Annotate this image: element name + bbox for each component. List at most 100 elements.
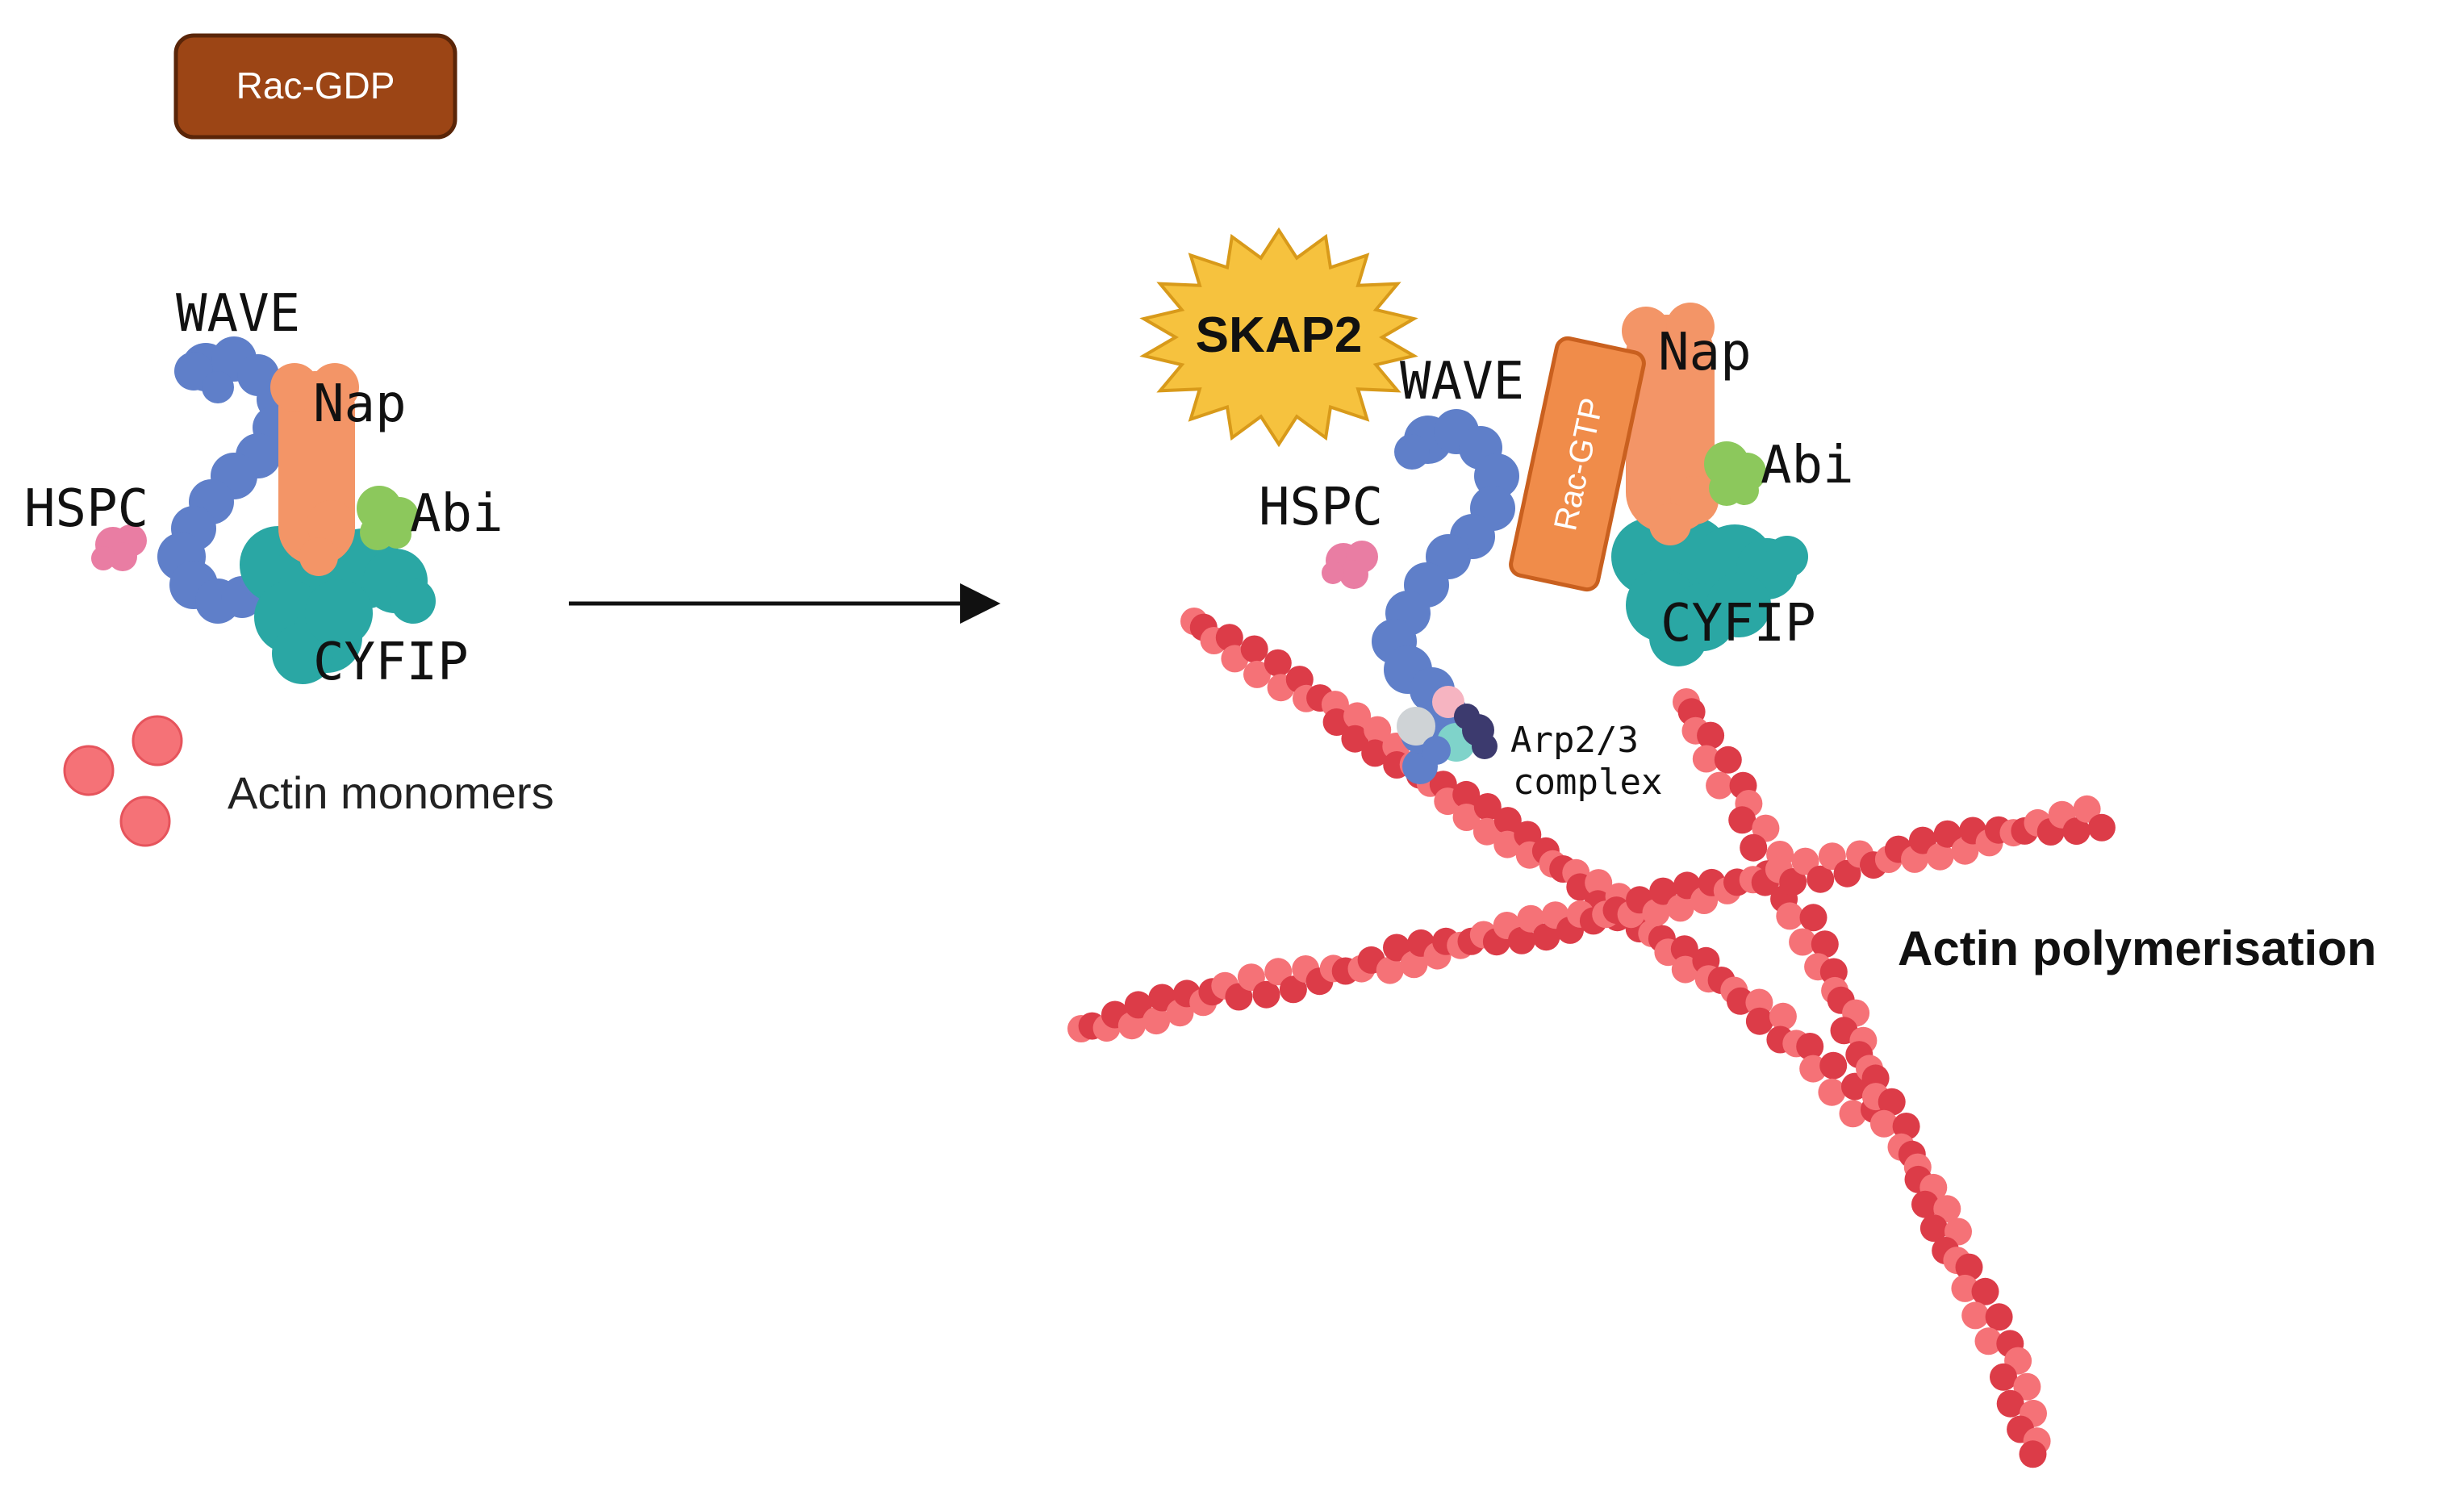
actin-bead xyxy=(1714,746,1742,774)
actin-bead xyxy=(1243,660,1271,688)
actin-bead xyxy=(1706,771,1734,800)
actin-bead xyxy=(1933,1195,1961,1223)
actin-monomer xyxy=(119,796,171,847)
actin-bead xyxy=(1671,955,1699,984)
actin-bead xyxy=(1666,894,1694,922)
actin-bead xyxy=(1728,806,1757,834)
actin-bead xyxy=(1961,1301,1990,1330)
arp-label-line1: Arp2/3 xyxy=(1510,720,1639,761)
actin-bead xyxy=(1996,1389,2024,1418)
cyfip-label-right: CYFIP xyxy=(1660,594,1816,654)
actin-bead xyxy=(1776,902,1804,930)
actin-bead xyxy=(1517,904,1545,933)
actin-bead xyxy=(1799,904,1828,932)
actin-bead xyxy=(1642,899,1670,927)
hspc-label-right: HSPC xyxy=(1259,478,1383,537)
actin-monomers xyxy=(63,715,183,847)
actin-bead xyxy=(1878,1088,1906,1116)
actin-bead xyxy=(1839,1100,1867,1128)
hspc-protein-right xyxy=(1322,541,1378,589)
actin-bead xyxy=(1990,1363,2017,1391)
actin-bead xyxy=(1473,793,1502,821)
actin-bead xyxy=(1955,1253,1983,1281)
arp23-complex xyxy=(1397,686,1498,765)
actin-bead xyxy=(1376,956,1404,984)
rac-gtp-box: Rac-GTP xyxy=(1509,336,1646,592)
actin-bead xyxy=(1670,935,1698,963)
actin-bead xyxy=(1807,865,1835,893)
actin-bead xyxy=(1585,869,1613,897)
actin-bead xyxy=(1819,1051,1848,1080)
actin-bead xyxy=(1985,1303,2013,1331)
abi-label-right: Abi xyxy=(1761,436,1854,495)
actin-monomer xyxy=(63,745,115,796)
actin-bead xyxy=(1951,1274,1979,1302)
left-panel: Rac-GDP xyxy=(24,33,554,847)
actin-bead xyxy=(1514,821,1542,849)
arp-label-line2: complex xyxy=(1513,762,1662,803)
rac-gdp-box: Rac-GDP xyxy=(173,33,457,140)
abi-label-left: Abi xyxy=(410,484,503,544)
actin-bead xyxy=(1225,983,1253,1011)
hspc-label-left: HSPC xyxy=(24,479,148,539)
actin-bead xyxy=(1789,928,1817,956)
skap2-starburst: SKAP2 xyxy=(1139,227,1418,448)
rac-gdp-label: Rac-GDP xyxy=(236,65,395,107)
actin-bead xyxy=(1142,1007,1171,1035)
actin-bead xyxy=(1926,842,1954,871)
actin-bead xyxy=(1697,721,1725,750)
actin-monomers-label: Actin monomers xyxy=(228,767,554,818)
actin-bead xyxy=(1779,868,1807,896)
actin-bead xyxy=(1383,934,1410,962)
hspc-protein xyxy=(91,524,147,571)
actin-bead xyxy=(2019,1440,2047,1468)
actin-bead xyxy=(1343,702,1372,730)
actin-bead xyxy=(1452,804,1481,831)
actin-monomer xyxy=(132,715,183,766)
actin-bead xyxy=(1909,826,1936,854)
actin-bead xyxy=(1361,739,1389,767)
skap2-label: SKAP2 xyxy=(1196,307,1363,363)
actin-bead xyxy=(1833,859,1861,888)
actin-bead xyxy=(1933,820,1961,848)
actin-bead xyxy=(1745,1007,1773,1035)
actin-bead xyxy=(1472,817,1501,846)
actin-filaments xyxy=(1067,608,2116,1468)
wave-label-left: WAVE xyxy=(176,284,300,344)
actin-bead xyxy=(1322,708,1351,736)
nap-protein-right xyxy=(1622,303,1719,545)
actin-bead xyxy=(1919,1214,1948,1243)
actin-bead xyxy=(1341,725,1369,753)
actin-bead xyxy=(1911,1190,1939,1218)
actin-bead xyxy=(1796,1033,1824,1060)
actin-bead xyxy=(1799,1055,1828,1083)
actin-bead xyxy=(1279,975,1307,1004)
actin-polymerisation-label: Actin polymerisation xyxy=(1898,921,2376,975)
actin-bead xyxy=(1493,807,1522,835)
actin-bead xyxy=(1892,1113,1920,1140)
nap-protein xyxy=(270,363,359,576)
actin-bead xyxy=(1215,624,1243,652)
actin-bead xyxy=(2087,813,2116,842)
actin-bead xyxy=(1240,635,1268,663)
actin-bead xyxy=(1971,1277,1999,1305)
actin-bead xyxy=(2062,817,2091,846)
actin-bead xyxy=(1974,1327,2003,1355)
actin-bead xyxy=(1508,926,1535,954)
actin-bead xyxy=(1532,923,1560,951)
actin-bead xyxy=(1452,780,1481,808)
nap-label-right: Nap xyxy=(1658,323,1752,382)
actin-bead xyxy=(1692,745,1720,773)
actin-bead xyxy=(1400,950,1428,979)
actin-bead xyxy=(1117,1012,1146,1040)
actin-bead xyxy=(1364,716,1392,744)
wave-label-right: WAVE xyxy=(1400,352,1524,411)
actin-bead xyxy=(1818,1078,1846,1106)
abi-protein xyxy=(357,486,419,550)
actin-bead xyxy=(1870,1109,1898,1138)
actin-bead xyxy=(2073,795,2101,823)
nap-label-left: Nap xyxy=(313,374,407,434)
cyfip-label-left: CYFIP xyxy=(313,633,469,692)
actin-bead xyxy=(1769,1002,1797,1030)
actin-bead xyxy=(1252,980,1280,1009)
